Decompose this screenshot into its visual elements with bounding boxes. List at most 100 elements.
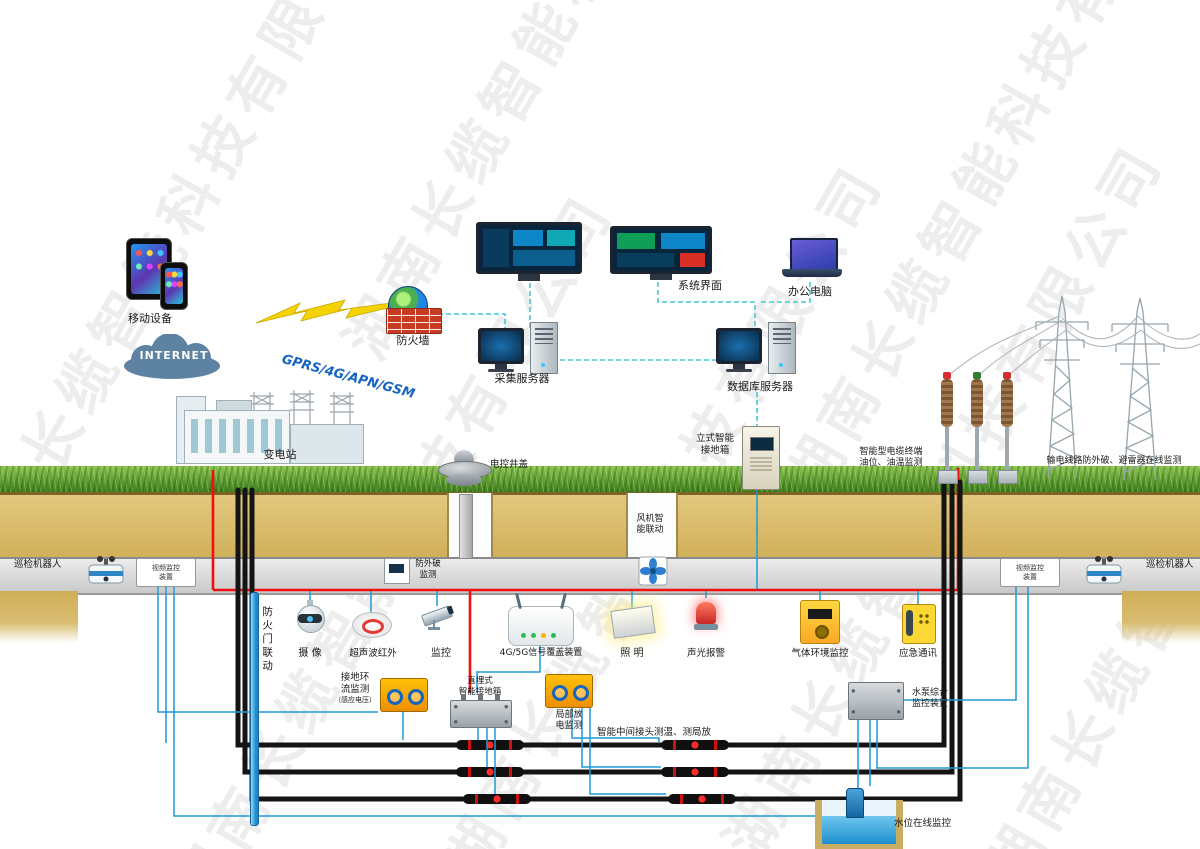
device-label-gas: 气体环境监控 bbox=[791, 648, 849, 659]
network-links bbox=[438, 274, 811, 428]
fan-linkage-label: 风机智 能联动 bbox=[627, 514, 673, 537]
inspection-robot-left bbox=[88, 556, 124, 584]
pump-label-line2: 监控装置 bbox=[911, 699, 948, 710]
cabinet-screen bbox=[750, 437, 774, 451]
sound-light-alarm-icon bbox=[694, 598, 718, 632]
collect-server-label: 采集服务器 bbox=[494, 372, 550, 385]
server-led bbox=[779, 363, 783, 367]
anti-damage-label: 防外破 监测 bbox=[410, 559, 446, 580]
anti-damage-monitor-device bbox=[384, 558, 410, 584]
internet-cloud bbox=[124, 334, 220, 379]
phone-keypad bbox=[918, 613, 930, 629]
terminal-label: 智能型电缆终端 油位、油温监测 bbox=[846, 447, 936, 470]
terminal-pole bbox=[1005, 427, 1009, 471]
gas-port bbox=[815, 625, 829, 639]
substation-label: 变电站 bbox=[263, 448, 297, 461]
ct-ring bbox=[573, 685, 589, 701]
camera-stand bbox=[433, 620, 435, 628]
router-leds bbox=[521, 633, 526, 638]
camera-foot bbox=[428, 627, 440, 630]
video-box-label: 视频监控装置 bbox=[152, 564, 180, 581]
firewall-wall-icon bbox=[386, 308, 442, 334]
bullet-camera-icon bbox=[420, 604, 455, 632]
ultrasonic-infrared-sensor-icon bbox=[352, 612, 392, 638]
inspection-robot-right bbox=[1086, 556, 1122, 584]
video-monitor-box-right: 视频监控装置 bbox=[1000, 558, 1060, 587]
transmission-towers bbox=[1035, 295, 1169, 481]
collect-server-monitor bbox=[478, 328, 524, 364]
cable-joints bbox=[456, 740, 736, 804]
joint-monitor-label: 智能中间接头测温、测局放 bbox=[597, 727, 712, 738]
terminal-insulator bbox=[1001, 379, 1013, 427]
device-label-camera: 摄 像 bbox=[298, 648, 322, 659]
anti-damage-line2: 监测 bbox=[419, 569, 437, 580]
internet-label: INTERNET bbox=[139, 349, 209, 362]
server-screen bbox=[719, 331, 759, 361]
terminal-pole bbox=[945, 427, 949, 471]
well-cover-dome bbox=[454, 450, 474, 462]
well-cover-label: 电控井盖 bbox=[490, 459, 529, 470]
towers-label: 输电线路防外破、避雷器在线监测 bbox=[1046, 456, 1182, 466]
connector-stub bbox=[478, 694, 483, 701]
pump-monitor-label: 水泵综合 监控装置 bbox=[904, 688, 956, 711]
terminal-base bbox=[998, 470, 1018, 484]
office-pc-label: 办公电脑 bbox=[788, 285, 832, 298]
ground-loop-line2: 流监测 bbox=[340, 683, 370, 695]
pump-monitor-box bbox=[848, 682, 904, 720]
overhead-wires bbox=[947, 315, 1200, 377]
device-screen bbox=[389, 564, 404, 573]
sump-pit bbox=[815, 788, 903, 849]
monitor-stand bbox=[650, 274, 672, 280]
sump-water bbox=[822, 816, 896, 844]
well-cover bbox=[438, 450, 492, 492]
collect-server-tower bbox=[530, 322, 558, 374]
substation-annex bbox=[290, 424, 364, 464]
device-label-signal: 4G/5G信号覆盖装置 bbox=[499, 648, 583, 658]
terminal-cap bbox=[973, 372, 981, 379]
device-label-monitor: 监控 bbox=[431, 648, 451, 659]
connector-stub bbox=[461, 694, 466, 701]
terminal-base bbox=[968, 470, 988, 484]
fire-door-pipe bbox=[250, 592, 259, 826]
ground-loop-sub: （感应电压） bbox=[334, 695, 376, 704]
terminal-label-line1: 智能型电缆终端 bbox=[859, 447, 923, 457]
standing-box-label: 立式智能 接地箱 bbox=[690, 433, 740, 457]
system-ui-label: 系统界面 bbox=[678, 279, 722, 292]
device-label-ultrasonic: 超声波红外 bbox=[349, 648, 397, 659]
ground-loop-monitor-device bbox=[380, 678, 428, 712]
monitor-stand bbox=[495, 364, 507, 369]
well-cover-base bbox=[446, 474, 482, 486]
partial-discharge-device bbox=[545, 674, 593, 708]
pump-label-line1: 水泵综合 bbox=[911, 688, 948, 698]
robot-left-label: 巡检机器人 bbox=[14, 559, 62, 570]
video-monitor-box-left: 视频监控装置 bbox=[136, 558, 196, 587]
soil-band bbox=[0, 492, 1200, 561]
ct-ring bbox=[387, 689, 403, 705]
vent-shaft bbox=[626, 493, 678, 557]
power-cables-black bbox=[235, 479, 963, 802]
standing-grounding-cabinet bbox=[742, 426, 780, 490]
fan-label-line1: 风机智 bbox=[636, 514, 664, 524]
buried-box-label: 直埋式 智能接地箱 bbox=[448, 676, 512, 697]
soil-right-wall bbox=[1122, 591, 1200, 643]
dashboard-monitor-2 bbox=[610, 226, 712, 274]
terminal-cap bbox=[1003, 372, 1011, 379]
robot-right-label: 巡检机器人 bbox=[1146, 559, 1194, 570]
lightning-bolt bbox=[255, 299, 392, 324]
pd-line2: 电监测 bbox=[555, 721, 583, 732]
phone-handset bbox=[906, 610, 913, 636]
ptz-dome-camera-icon bbox=[296, 600, 325, 633]
buried-box-line2: 智能接地箱 bbox=[458, 686, 502, 697]
server-led bbox=[541, 363, 545, 367]
laptop-screen bbox=[790, 238, 838, 272]
dashboard-screen bbox=[479, 225, 579, 271]
standing-box-label-line1: 立式智能 bbox=[695, 433, 734, 444]
water-level-label: 水位在线监控 bbox=[894, 818, 952, 829]
camera-lens bbox=[307, 616, 313, 622]
laptop-base bbox=[782, 269, 842, 277]
phone-screen bbox=[165, 268, 183, 304]
well-pipe bbox=[459, 494, 473, 559]
ground-loop-line1: 接地环 bbox=[340, 672, 370, 683]
substation-windows bbox=[191, 419, 283, 453]
